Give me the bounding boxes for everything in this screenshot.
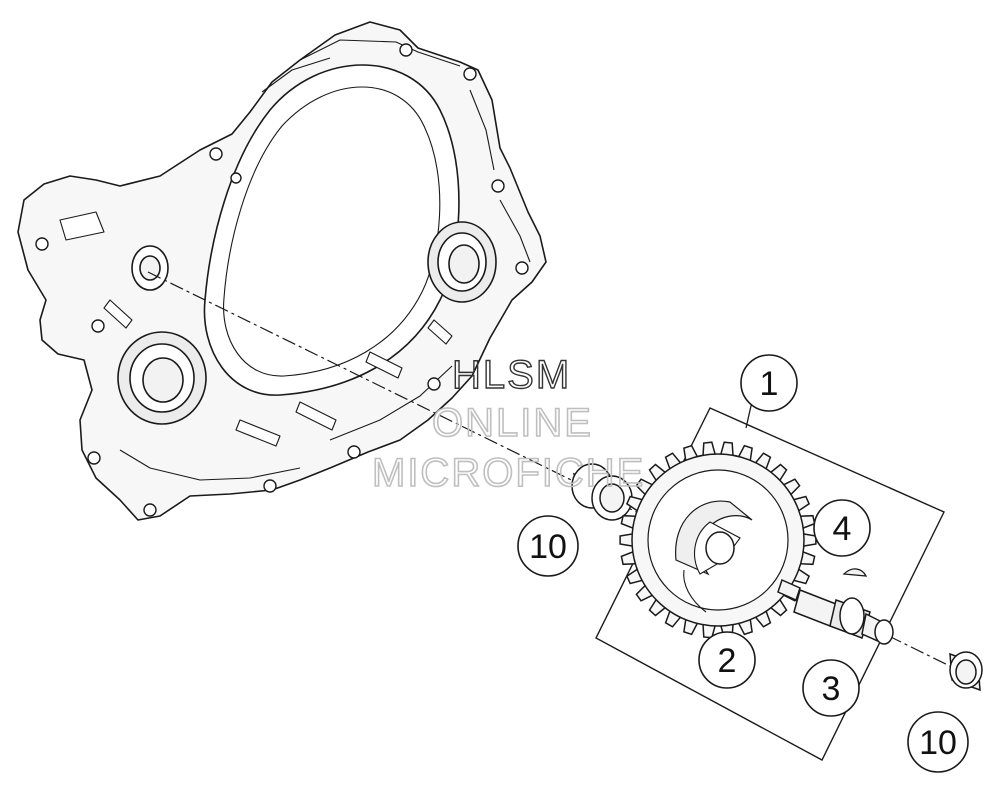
woodruff-key [842, 568, 868, 577]
callout-2: 2 [698, 631, 756, 689]
clutch-cover-housing [17, 21, 547, 521]
callout-10-left-label: 10 [529, 528, 567, 566]
watermark: HLSM ONLINE MICROFICHE [371, 352, 645, 496]
callout-1-label: 1 [760, 365, 779, 403]
kickstarter-shaft [777, 578, 894, 645]
callout-10-right: 10 [907, 711, 969, 773]
callout-1: 1 [740, 354, 798, 412]
watermark-line-3: MICROFICHE [372, 451, 645, 495]
needle-bearing-right [949, 651, 983, 692]
kickstarter-gear [619, 441, 817, 639]
callout-3-label: 3 [822, 670, 841, 708]
watermark-line-1: HLSM [452, 353, 571, 397]
needle-bearing-left [571, 463, 633, 521]
callout-4-label: 4 [833, 510, 852, 548]
callout-4: 4 [813, 499, 871, 557]
watermark-line-2: ONLINE [432, 401, 593, 445]
callout-10-right-label: 10 [919, 724, 957, 762]
callout-3: 3 [802, 659, 860, 717]
callout-10-left: 10 [517, 515, 579, 577]
callout-2-label: 2 [718, 642, 737, 680]
